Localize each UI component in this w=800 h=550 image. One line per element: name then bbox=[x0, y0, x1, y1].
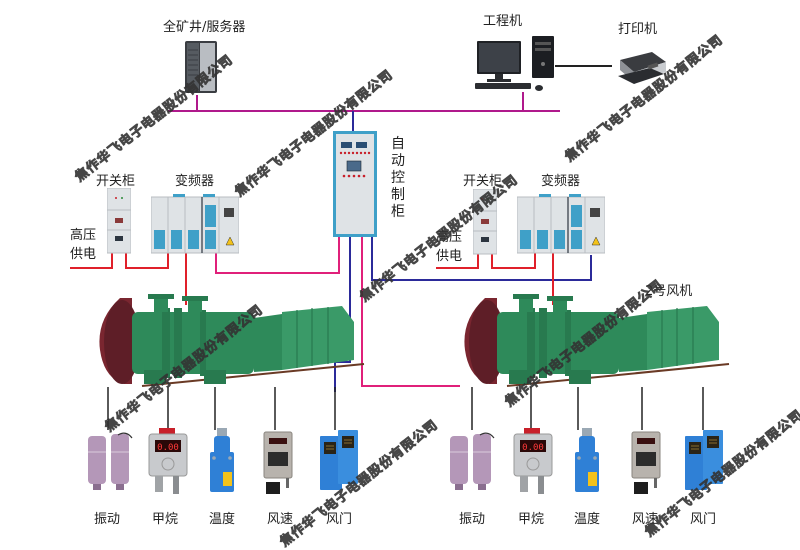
right-methane-sensor[interactable]: 0.00 bbox=[512, 428, 554, 496]
left-sensor-label-methane: 甲烷 bbox=[152, 512, 179, 527]
left-sensor-label-wind-speed: 风速 bbox=[267, 512, 294, 527]
printer-icon[interactable] bbox=[614, 46, 670, 90]
right-sensor-label-damper: 风门 bbox=[690, 512, 717, 527]
left-sensor-label-temperature: 温度 bbox=[209, 512, 236, 527]
control-to-left-fan-line bbox=[334, 236, 351, 392]
left-fan[interactable] bbox=[92, 290, 367, 390]
right-switch-to-inverter-line bbox=[491, 252, 536, 269]
left-inverter-label: 变频器 bbox=[175, 174, 215, 189]
left-inverter[interactable] bbox=[151, 193, 239, 255]
right-sensor-lines bbox=[471, 387, 704, 430]
control-to-right-fan-signal-line bbox=[361, 236, 460, 387]
right-hv-supply-line bbox=[436, 252, 479, 269]
left-hv-label-1: 高压 bbox=[70, 228, 97, 243]
right-sensor-label-vibration: 振动 bbox=[459, 512, 486, 527]
right-fan[interactable] bbox=[457, 290, 732, 390]
hmi-screen bbox=[346, 160, 362, 172]
server-icon[interactable] bbox=[183, 40, 219, 95]
right-temperature-sensor[interactable] bbox=[573, 428, 601, 494]
right-fan-label: 2号风机 bbox=[645, 284, 693, 299]
left-switch-to-inverter-line bbox=[125, 252, 169, 269]
left-vibration-sensor[interactable] bbox=[86, 432, 134, 492]
right-hv-label-1: 高压 bbox=[436, 230, 463, 245]
right-inverter-label: 变频器 bbox=[541, 174, 581, 189]
left-sensor-lines bbox=[107, 387, 336, 430]
right-sensor-label-wind-speed: 风速 bbox=[632, 512, 659, 527]
right-sensor-label-temperature: 温度 bbox=[574, 512, 601, 527]
left-switch-cabinet[interactable] bbox=[107, 188, 131, 254]
right-switch-cabinet-label: 开关柜 bbox=[463, 174, 503, 189]
right-inverter[interactable] bbox=[517, 193, 605, 255]
left-hv-supply-line bbox=[70, 252, 113, 269]
right-wind-speed-sensor[interactable] bbox=[630, 428, 662, 500]
right-vibration-sensor[interactable] bbox=[448, 432, 496, 492]
left-sensor-label-vibration: 振动 bbox=[94, 512, 121, 527]
left-hv-label-2: 供电 bbox=[70, 247, 97, 262]
server-label: 全矿井/服务器 bbox=[163, 20, 246, 35]
right-damper-switch[interactable] bbox=[685, 430, 725, 494]
left-sensor-label-damper: 风门 bbox=[326, 512, 353, 527]
workstation-icon[interactable] bbox=[475, 32, 560, 94]
control-to-right-group-line bbox=[371, 236, 592, 281]
left-damper-switch[interactable] bbox=[320, 430, 360, 494]
left-temperature-sensor[interactable] bbox=[208, 428, 236, 494]
left-inverter-to-control-line bbox=[215, 236, 340, 274]
left-switch-cabinet-label: 开关柜 bbox=[96, 174, 136, 189]
right-hv-label-2: 供电 bbox=[436, 249, 463, 264]
right-sensor-label-methane: 甲烷 bbox=[518, 512, 545, 527]
control-cabinet-label: 自动控制柜 bbox=[391, 136, 405, 220]
right-methane-reading: 0.00 bbox=[522, 443, 544, 453]
right-switch-cabinet[interactable] bbox=[473, 189, 497, 255]
left-wind-speed-sensor[interactable] bbox=[262, 428, 294, 500]
left-methane-sensor[interactable]: 0.00 bbox=[147, 428, 189, 496]
left-methane-reading: 0.00 bbox=[157, 443, 179, 453]
control-cabinet[interactable] bbox=[333, 131, 377, 237]
workstation-label: 工程机 bbox=[483, 14, 523, 29]
printer-label: 打印机 bbox=[618, 22, 658, 37]
